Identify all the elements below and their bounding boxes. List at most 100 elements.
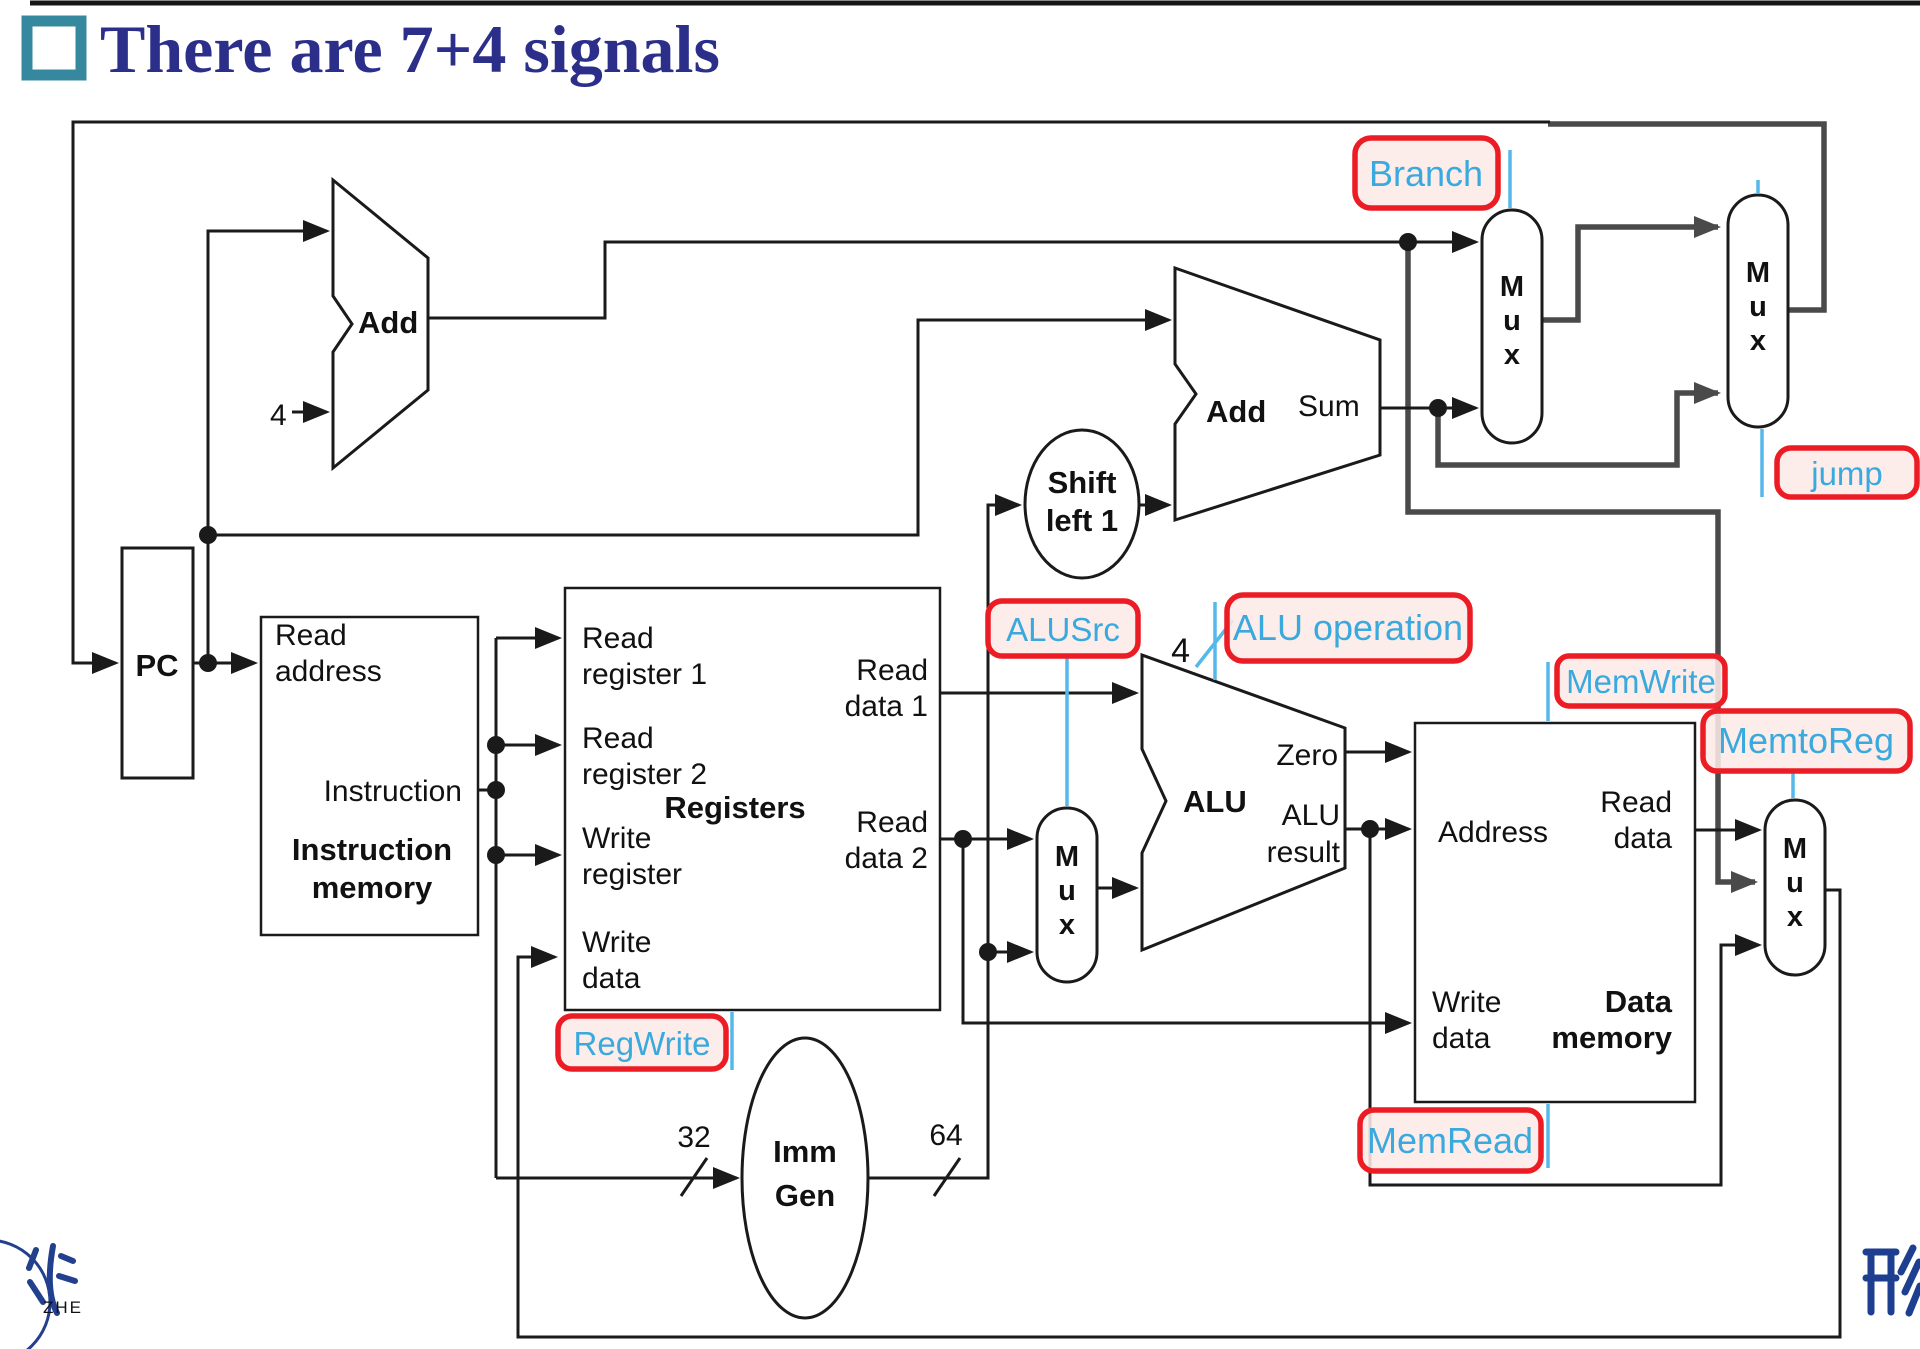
shift-left-name-line2: left 1 xyxy=(1046,503,1118,538)
jump-mux-label-m: M xyxy=(1746,257,1770,289)
mux-labels: M u x M u x M u x M u x xyxy=(1055,257,1807,941)
logo-seal-icon xyxy=(0,1239,52,1349)
wire-alu-result-to-memtoreg-mux xyxy=(1368,829,1762,1187)
logo-calligraphy-icon xyxy=(26,1243,78,1316)
alusrc-signal-box xyxy=(985,598,1141,659)
wire-pc4-out xyxy=(428,231,1479,320)
data-memory-block xyxy=(1413,721,1697,1104)
page-title: There are 7+4 signals xyxy=(100,11,720,87)
branch-signal-label: Branch xyxy=(1369,153,1483,194)
dmem-name-line2: memory xyxy=(1551,1020,1672,1055)
reg-read-reg2-line2: register 2 xyxy=(582,758,707,791)
memtoreg-mux-label-x: x xyxy=(1787,901,1803,933)
add-branch-label: Add xyxy=(1206,394,1266,429)
alusrc-mux xyxy=(1035,806,1099,984)
jump-signal-box xyxy=(1774,445,1920,500)
memtoreg-signal-label: MemtoReg xyxy=(1718,720,1894,761)
imem-instruction-port: Instruction xyxy=(324,775,462,808)
memtoreg-signal-box xyxy=(1700,708,1913,774)
wire-imm-to-shift xyxy=(868,494,1022,1180)
add-pc4-label: Add xyxy=(358,305,418,340)
dmem-address-port: Address xyxy=(1438,816,1548,849)
branch-mux-label-u: u xyxy=(1503,305,1521,337)
junction-dot xyxy=(487,736,505,754)
jump-mux-label-u: u xyxy=(1749,291,1767,323)
junction-dot xyxy=(487,846,505,864)
registers-block xyxy=(563,586,942,1012)
reg-write-reg-line1: Write xyxy=(582,822,651,855)
junction-dot xyxy=(487,781,505,799)
imem-name-line2: memory xyxy=(312,870,433,905)
dmem-write-data-line1: Write xyxy=(1432,986,1501,1019)
const-4-label: 4 xyxy=(270,399,287,432)
wire-read-data2-to-mem xyxy=(961,839,1412,1034)
reg-read-data1-line2: data 1 xyxy=(845,690,928,723)
reg-read-data1-line1: Read xyxy=(856,654,928,687)
junction-dot xyxy=(1361,820,1379,838)
logo-caption: ZHE xyxy=(43,1298,83,1317)
add-branch-sum-label: Sum xyxy=(1298,390,1360,423)
alu-label: ALU xyxy=(1183,784,1247,819)
junction-dot xyxy=(979,943,997,961)
memtoreg-mux xyxy=(1763,798,1827,977)
pc-label: PC xyxy=(135,648,178,683)
add-branch-alu-shape xyxy=(1173,265,1382,523)
instruction-memory-block xyxy=(259,615,480,937)
branch-mux-label-x: x xyxy=(1504,339,1520,371)
reg-write-data-line2: data xyxy=(582,962,641,995)
registers-name: Registers xyxy=(664,790,805,825)
immgen-name-line1: Imm xyxy=(773,1134,837,1169)
university-logo: ZHE xyxy=(0,1239,83,1349)
alu-zero-port: Zero xyxy=(1276,739,1338,772)
gray-wires xyxy=(1405,121,1827,893)
reg-write-data-line1: Write xyxy=(582,926,651,959)
junction-dot xyxy=(1399,233,1417,251)
dmem-read-data-line1: Read xyxy=(1600,786,1672,819)
bus-slash-32 xyxy=(679,1157,709,1197)
junction-dot xyxy=(199,654,217,672)
branch-mux xyxy=(1480,208,1544,445)
alusrc-mux-label-u: u xyxy=(1058,875,1076,907)
imem-name-line1: Instruction xyxy=(292,832,452,867)
wire-branch-mux-to-jump-mux xyxy=(1542,216,1721,323)
pc-block xyxy=(120,546,195,780)
branch-mux-label-m: M xyxy=(1500,271,1524,303)
alusrc-mux-label-x: x xyxy=(1059,909,1075,941)
bus-slash-64 xyxy=(932,1157,962,1197)
memtoreg-mux-label-u: u xyxy=(1786,867,1804,899)
title-bullet-icon xyxy=(21,15,87,81)
regwrite-signal-box xyxy=(555,1013,729,1072)
alusrc-mux-label-m: M xyxy=(1055,841,1079,873)
imem-read-address-line2: address xyxy=(275,655,382,688)
cjk-stroke xyxy=(1897,1244,1920,1317)
alu-result-line2: result xyxy=(1267,836,1341,869)
cjk-character-partial xyxy=(1862,1244,1920,1317)
immgen-name-line2: Gen xyxy=(775,1178,835,1213)
memread-signal-box xyxy=(1357,1107,1544,1174)
memtoreg-mux-label-m: M xyxy=(1783,833,1807,865)
wire-sum-to-jump-mux xyxy=(1435,382,1721,468)
reg-read-reg1-line2: register 1 xyxy=(582,658,707,691)
alu-result-line1: ALU xyxy=(1282,799,1340,832)
cjk-stroke xyxy=(1862,1248,1900,1316)
dmem-read-data-line2: data xyxy=(1614,822,1673,855)
blocks xyxy=(120,176,1827,1320)
memread-signal-label: MemRead xyxy=(1367,1120,1533,1161)
control-signal-labels: Branch jump ALUSrc ALU operation MemWrit… xyxy=(555,135,1920,1174)
wire-pc-to-branch-add xyxy=(208,309,1172,537)
wire-pc-to-add4 xyxy=(206,220,330,663)
alu-operation-signal-box xyxy=(1224,592,1473,664)
memwrite-signal-label: MemWrite xyxy=(1566,663,1716,700)
control-ticks xyxy=(730,150,1795,1168)
regwrite-signal-label: RegWrite xyxy=(574,1025,711,1062)
add-pc4-alu-shape xyxy=(331,176,430,472)
alu-shape xyxy=(1140,652,1347,953)
alu-operation-signal-label: ALU operation xyxy=(1233,607,1463,648)
reg-read-reg1-line1: Read xyxy=(582,622,654,655)
bus-width-64: 64 xyxy=(929,1119,962,1152)
reg-read-reg2-line1: Read xyxy=(582,722,654,755)
wire-writeback xyxy=(516,888,1842,1339)
reg-read-data2-line2: data 2 xyxy=(845,842,928,875)
